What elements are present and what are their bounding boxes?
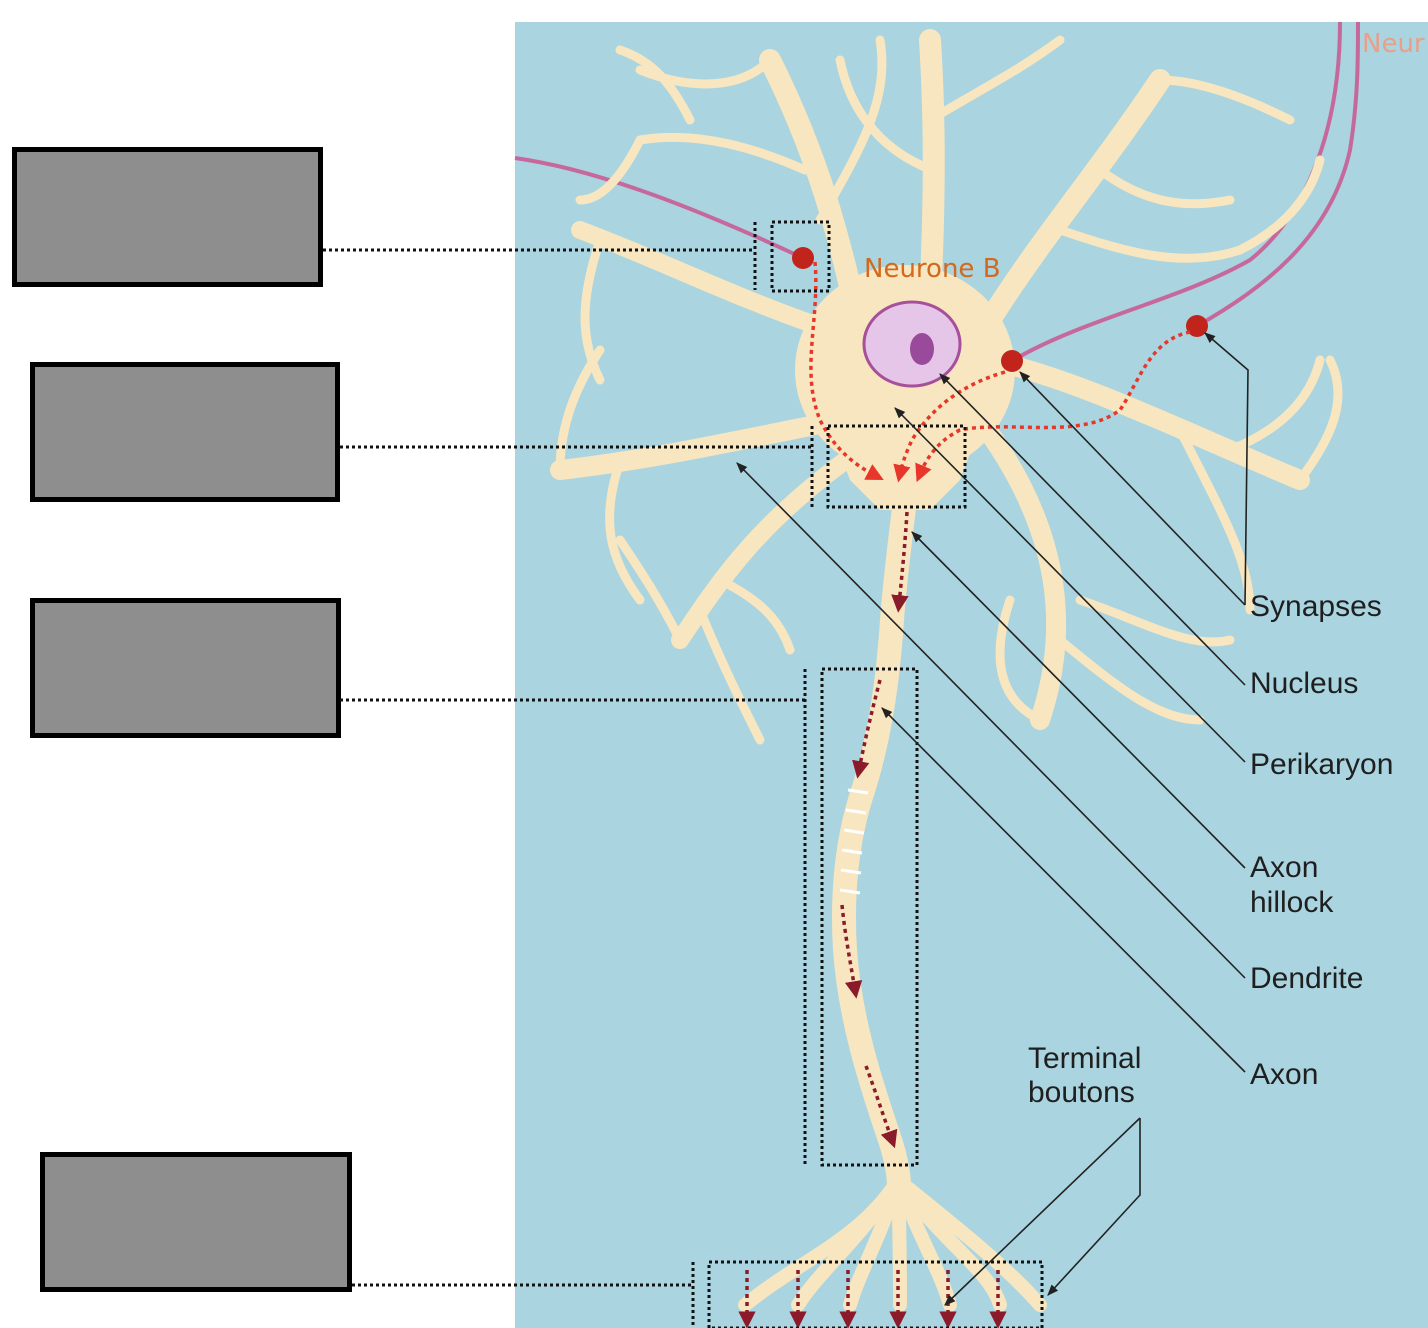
answer-box-2[interactable] [30,362,340,502]
answer-box-4[interactable] [40,1152,352,1292]
neuron-a-label: Neur [1362,29,1425,59]
answer-leader-lines [323,222,814,1328]
diagram-background [515,22,1428,1328]
dendrite-label: Dendrite [1250,962,1363,995]
input-axons [514,21,1360,363]
answer-box-3[interactable] [30,598,341,738]
nucleus-label: Nucleus [1250,667,1358,700]
signal-arrows [809,261,1191,483]
highlight-boxes [707,220,1044,1328]
synapse-dot [792,247,814,269]
perikaryon-label: Perikaryon [1250,748,1393,781]
neuron-b [550,29,1343,1312]
axon-label: Axon [1250,1058,1318,1091]
terminal-boutons-label-line1: Terminal [1028,1042,1141,1075]
axon-segments [839,788,869,895]
axon-arrows [738,511,1007,1328]
synapse-dot [1186,315,1208,337]
terminal-boutons-label-line2: boutons [1028,1076,1135,1109]
nucleolus [910,333,934,365]
answer-box-1[interactable] [12,147,323,287]
axon-hillock-label-line1: Axon [1250,851,1318,884]
synapse-dot [1001,350,1023,372]
axon-hillock-label-line2: hillock [1250,886,1334,919]
callout-lines [736,332,1249,1306]
synapses-label: Synapses [1250,590,1382,623]
neuron-b-label: Neurone B [864,254,1001,284]
